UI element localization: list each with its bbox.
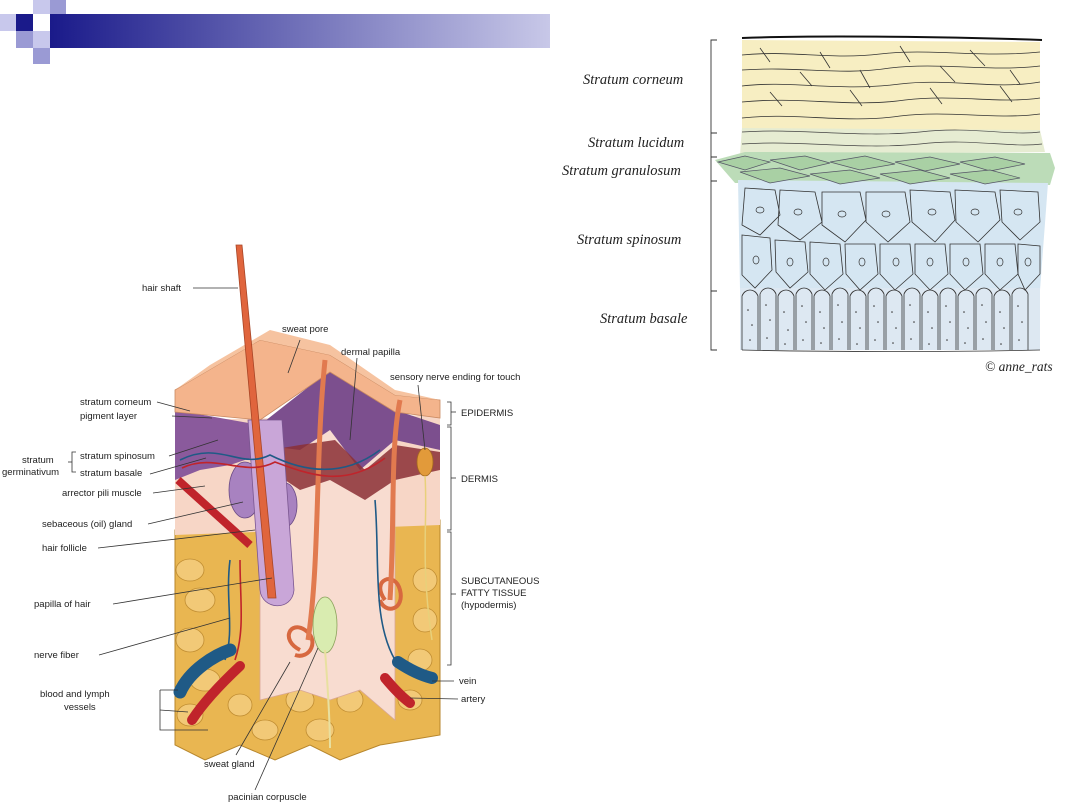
- label-subcutaneous-3: (hypodermis): [461, 600, 516, 611]
- label-stratum-basale: Stratum basale: [600, 311, 688, 327]
- copyright-text: © anne_rats: [985, 359, 1053, 374]
- label-hair-follicle: hair follicle: [42, 543, 87, 554]
- label-dermis: DERMIS: [461, 474, 498, 485]
- label-stratum-corneum: stratum corneum: [80, 397, 151, 408]
- label-stratum-spinosum: stratum spinosum: [80, 451, 155, 462]
- label-blood-lymph-vessels-2: vessels: [64, 702, 96, 713]
- label-stratum-germinativum-1: stratum: [22, 455, 54, 466]
- label-stratum-granulosum: Stratum granulosum: [562, 163, 681, 179]
- label-stratum-lucidum: Stratum lucidum: [588, 135, 684, 151]
- decorative-header-bar: [0, 0, 550, 64]
- skin-cross-section-diagram: hair shaft sweat pore dermal papilla sen…: [2, 244, 539, 803]
- label-sensory-nerve-ending: sensory nerve ending for touch: [390, 372, 520, 383]
- label-artery: artery: [461, 694, 486, 705]
- label-pigment-layer: pigment layer: [80, 411, 137, 422]
- label-sweat-pore: sweat pore: [282, 324, 328, 335]
- epidermis-layers-diagram: Stratum corneum Stratum lucidum Stratum …: [562, 35, 1055, 374]
- label-hair-shaft: hair shaft: [142, 283, 181, 294]
- label-sebaceous-gland: sebaceous (oil) gland: [42, 519, 132, 530]
- label-papilla-of-hair: papilla of hair: [34, 599, 91, 610]
- label-subcutaneous-1: SUBCUTANEOUS: [461, 576, 539, 587]
- label-nerve-fiber: nerve fiber: [34, 650, 79, 661]
- label-stratum-spinosum: Stratum spinosum: [577, 232, 681, 248]
- label-subcutaneous-2: FATTY TISSUE: [461, 588, 526, 599]
- label-stratum-corneum: Stratum corneum: [583, 72, 683, 88]
- label-vein: vein: [459, 676, 476, 687]
- label-blood-lymph-vessels-1: blood and lymph: [40, 689, 110, 700]
- label-stratum-basale: stratum basale: [80, 468, 142, 479]
- label-epidermis: EPIDERMIS: [461, 408, 513, 419]
- label-arrector-pili-muscle: arrector pili muscle: [62, 488, 142, 499]
- label-dermal-papilla: dermal papilla: [341, 347, 401, 358]
- label-pacinian-corpuscle: pacinian corpuscle: [228, 792, 307, 803]
- label-sweat-gland: sweat gland: [204, 759, 255, 770]
- label-stratum-germinativum-2: germinativum: [2, 467, 59, 478]
